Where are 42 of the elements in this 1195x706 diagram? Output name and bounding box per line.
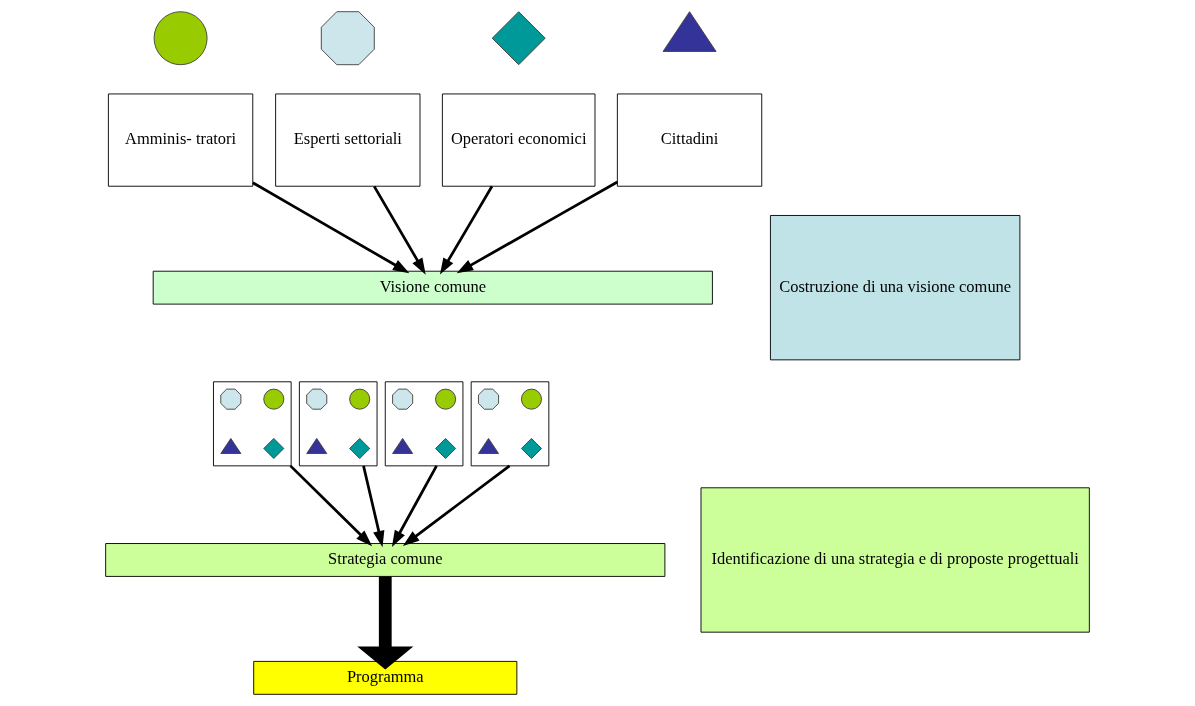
node-box: Visione comune [152, 270, 713, 305]
node-box: Amminis- tratori [107, 93, 254, 187]
node-box: Operatori economici [441, 93, 596, 187]
node-octagon [392, 388, 414, 410]
node-triangle [478, 438, 500, 454]
arrow [357, 576, 414, 670]
node-box: Strategia comune [105, 543, 666, 577]
arrow [391, 465, 438, 547]
arrow [289, 464, 373, 547]
node-octagon [220, 388, 242, 410]
node-octagon [478, 388, 500, 410]
node-diamond [263, 438, 285, 459]
cluster [298, 381, 378, 467]
node-box: Cittadini [616, 93, 763, 187]
arrow [456, 180, 619, 274]
node-octagon [306, 388, 328, 410]
node-box: Costruzione di una visione comune [769, 215, 1021, 361]
node-diamond [349, 438, 371, 459]
arrow [439, 185, 494, 275]
node-triangle [306, 438, 328, 454]
arrow [373, 185, 426, 275]
cluster [470, 381, 550, 467]
node-triangle [392, 438, 414, 454]
node-diamond [520, 438, 542, 459]
node-circle [349, 388, 371, 410]
node-diamond [435, 438, 457, 459]
arrow [402, 464, 511, 546]
node-circle [263, 388, 285, 410]
node-octagon [320, 11, 375, 66]
node-triangle [220, 438, 242, 454]
cluster [384, 381, 464, 467]
node-box: Identificazione di una strategia e di proposte progettuali [700, 487, 1090, 633]
arrow [362, 465, 385, 548]
arrow [252, 181, 410, 274]
node-triangle [662, 11, 717, 52]
node-circle [435, 388, 457, 410]
node-box: Esperti settoriali [275, 93, 421, 187]
node-circle [153, 11, 208, 66]
node-diamond [491, 11, 546, 66]
cluster [213, 381, 292, 467]
node-box: Programma [253, 660, 518, 695]
node-circle [520, 388, 542, 410]
